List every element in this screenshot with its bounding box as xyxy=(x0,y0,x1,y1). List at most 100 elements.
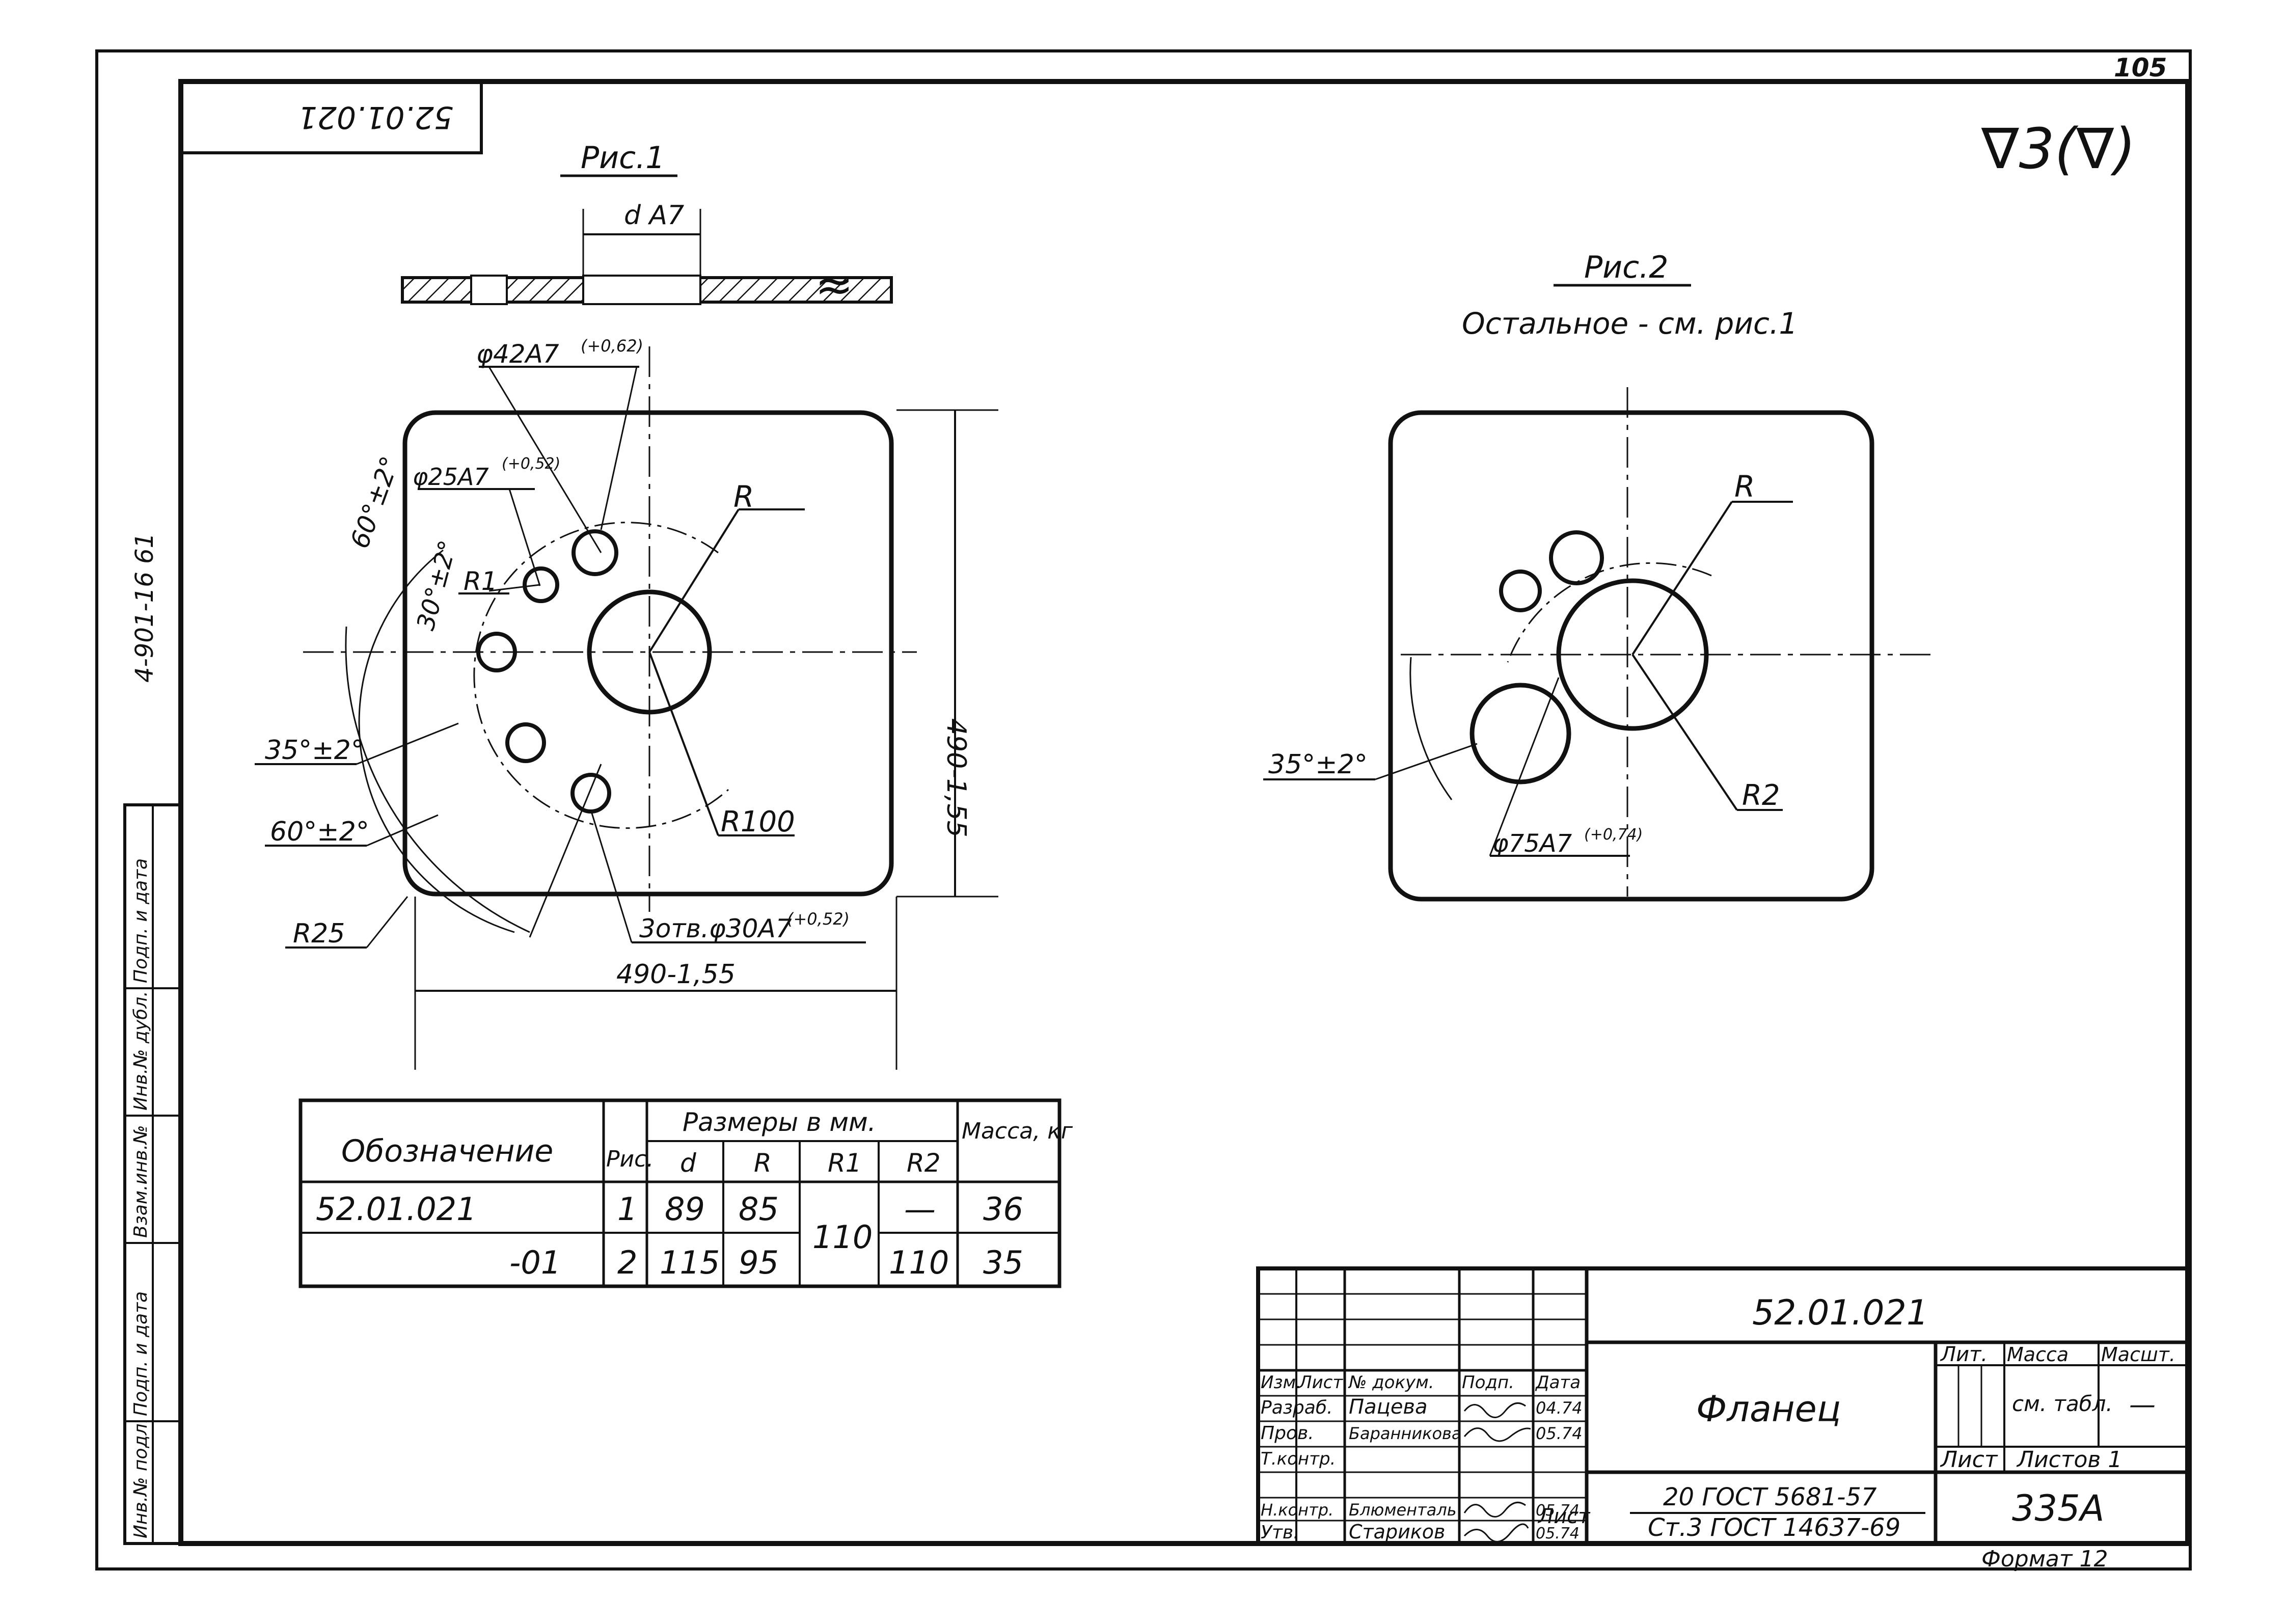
table-row1-r2: — xyxy=(904,1190,936,1228)
fig1-hole-42 xyxy=(572,529,618,576)
fig1-label-r100: R100 xyxy=(721,805,795,838)
fig1-angle-30: 30°±2° xyxy=(411,537,462,633)
tb-scale-val: — xyxy=(2129,1390,2156,1420)
fig2-tol-d75: (+0,74) xyxy=(1584,826,1643,844)
fig1-tol-holes: (+0,52) xyxy=(787,909,850,929)
table-header-mass: Масса, кг xyxy=(962,1118,1073,1144)
tb-hdr-date: Дата xyxy=(1535,1372,1581,1393)
table-row1-d: 89 xyxy=(665,1190,705,1228)
fig1-height-dim: 490-1,55 xyxy=(941,718,971,837)
tb-role-ncontrol: Н.контр. xyxy=(1261,1500,1334,1520)
tb-name: Фланец xyxy=(1696,1388,1841,1430)
tb-sheet: Лист xyxy=(1940,1447,1998,1473)
table-row1-fig: 1 xyxy=(617,1190,637,1228)
fig1-hole-30c xyxy=(570,773,611,814)
tb-date-ncontrol: 05.74 xyxy=(1536,1502,1580,1520)
tb-role-check: Пров. xyxy=(1261,1423,1314,1444)
fig1-holes-note: 3отв.φ30A7 xyxy=(639,914,792,943)
signature-check xyxy=(1463,1427,1531,1442)
table-sub-r: R xyxy=(754,1148,772,1178)
fig1-bore-label: d A7 xyxy=(624,200,684,231)
fig1-label-r1: R1 xyxy=(464,566,498,596)
archive-code: 4-901-16 61 xyxy=(130,533,159,683)
fig2-label-r2: R2 xyxy=(1742,779,1780,812)
strip-label-4: Инв.№ дубл. xyxy=(130,991,151,1111)
tb-date-check: 05.74 xyxy=(1536,1424,1583,1443)
fig2-dim-d75: φ75A7 xyxy=(1492,829,1572,858)
mirrored-code: 52.01.021 xyxy=(298,99,453,135)
fig1-label-r: R xyxy=(733,479,754,514)
tb-date-dev: 04.74 xyxy=(1536,1398,1583,1418)
tb-role-approve: Утв. xyxy=(1261,1522,1299,1543)
signature-ncontrol xyxy=(1463,1501,1526,1518)
tb-hdr-doc: № докум. xyxy=(1348,1372,1434,1393)
table-row1-mass: 36 xyxy=(983,1190,1023,1228)
strip-label-2: Подп. и дата xyxy=(130,1291,151,1416)
size-table: Обозначение Рис. Размеры в мм. Масса, кг… xyxy=(298,1098,1073,1288)
table-row2-d: 115 xyxy=(660,1244,720,1281)
table-row2-designation: -01 xyxy=(509,1244,561,1281)
fig1-dim-d42: φ42A7 xyxy=(476,339,559,369)
tb-code: 52.01.021 xyxy=(1752,1293,1928,1333)
fig1-label-r25: R25 xyxy=(293,918,345,949)
tb-name-approve: Стариков xyxy=(1349,1521,1445,1543)
fig2-hole-b xyxy=(1499,570,1542,612)
strip-label-1: Инв.№ подл. xyxy=(130,1418,151,1538)
title-block: Изм. Лист № докум. Подп. Дата Разраб. Па… xyxy=(1256,1266,2190,1572)
tb-material-2: Ст.3 ГОСТ 14637-69 xyxy=(1648,1513,1900,1542)
tb-lit: Лит. xyxy=(1940,1343,1988,1366)
table-sub-r1: R1 xyxy=(828,1148,862,1178)
fig1-tol-d25: (+0,52) xyxy=(502,455,560,473)
tb-scale-hdr: Масшт. xyxy=(2101,1343,2175,1366)
table-row2-fig: 2 xyxy=(617,1244,637,1281)
fig2-angle-35: 35°±2° xyxy=(1268,749,1368,780)
table-row2-mass: 35 xyxy=(983,1244,1023,1281)
strip-label-5: Подп. и дата xyxy=(130,858,151,983)
fig1-width-dim: 490-1,55 xyxy=(616,959,736,990)
fig2-label-r: R xyxy=(1734,469,1755,504)
fig2-center-bore xyxy=(1556,578,1709,731)
table-header-fig: Рис. xyxy=(606,1146,654,1172)
svg-text:≈: ≈ xyxy=(815,258,853,312)
fig2-hole-75 xyxy=(1469,683,1571,784)
fig1-angle-60-bottom: 60°±2° xyxy=(270,817,369,847)
tb-material-1: 20 ГОСТ 5681-57 xyxy=(1663,1483,1877,1511)
signature-approve xyxy=(1463,1523,1529,1542)
fig1-hole-30b xyxy=(505,722,546,763)
tb-hdr-list: Лист xyxy=(1298,1372,1343,1393)
fig1-section-view: d A7 ≈ xyxy=(401,200,893,312)
left-strip: Инв.№ подл. Подп. и дата Взам.инв.№ Инв.… xyxy=(123,803,182,1545)
fig2-note: Остальное - см. рис.1 xyxy=(1462,306,1798,341)
table-shared-r1: 110 xyxy=(812,1219,873,1256)
fig1-angle-60-top: 60°±2° xyxy=(345,452,405,552)
page-number: 105 xyxy=(2114,53,2167,83)
tb-material-prefix: Лист xyxy=(1537,1505,1591,1528)
figure-2: Рис.2 Остальное - см. рис.1 R R2 35°±2° … xyxy=(1263,250,1930,902)
table-header-sizes: Размеры в мм. xyxy=(683,1107,876,1137)
strip-label-3: Взам.инв.№ xyxy=(130,1125,151,1238)
table-row1-designation: 52.01.021 xyxy=(316,1190,477,1228)
fig1-hole-25 xyxy=(523,566,559,603)
tb-org: 335А xyxy=(2012,1487,2105,1529)
fig1-title: Рис.1 xyxy=(581,140,665,176)
tb-hdr-sign: Подп. xyxy=(1462,1372,1514,1393)
table-row2-r: 95 xyxy=(739,1244,779,1281)
tb-role-tcontrol: Т.контр. xyxy=(1261,1449,1336,1469)
fig1-plate xyxy=(402,410,894,897)
table-sub-d: d xyxy=(680,1148,696,1178)
fig1-center-bore xyxy=(587,589,712,715)
fig1-tol-d42: (+0,62) xyxy=(581,336,643,356)
figure-1: Рис.1 d A7 ≈ xyxy=(255,140,998,1070)
fig2-plate xyxy=(1388,410,1874,902)
tb-mass-val: см. табл. xyxy=(2012,1391,2113,1416)
fig2-hole-a xyxy=(1549,530,1604,585)
fig1-dim-d25: φ25A7 xyxy=(413,463,489,491)
mirrored-code-box xyxy=(179,80,483,154)
table-row1-r: 85 xyxy=(739,1190,779,1228)
tb-name-ncontrol: Блюменталь xyxy=(1349,1500,1457,1520)
tb-sheets: Листов 1 xyxy=(2016,1447,2122,1473)
tb-mass-hdr: Масса xyxy=(2007,1343,2069,1366)
tb-name-check: Баранникова xyxy=(1349,1424,1462,1443)
tb-format: Формат 12 xyxy=(1981,1546,2108,1572)
